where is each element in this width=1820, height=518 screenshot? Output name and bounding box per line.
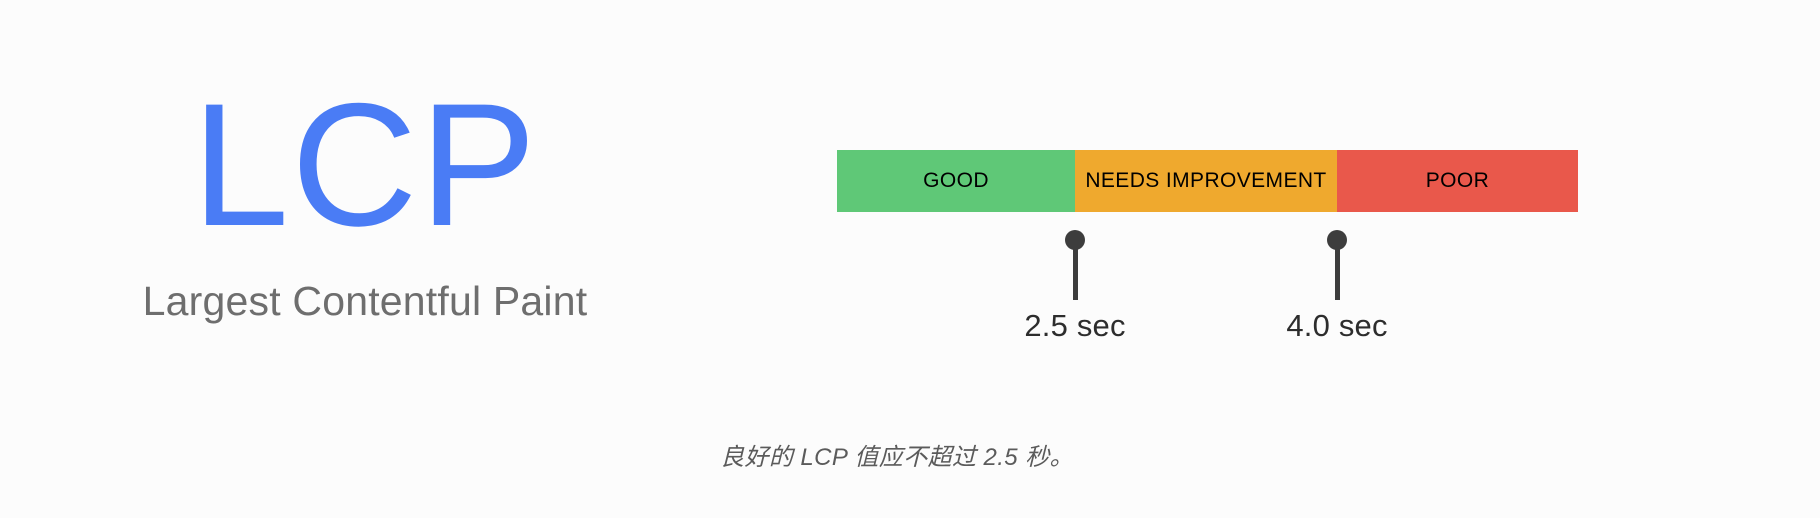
- bar-segment-good-label: GOOD: [923, 169, 989, 193]
- bar-segment-needs-improvement-label: NEEDS IMPROVEMENT: [1085, 169, 1327, 193]
- metric-abbreviation: LCP: [191, 68, 539, 263]
- threshold-label-4-0: 4.0 sec: [1286, 308, 1388, 343]
- bar-segment-good: GOOD: [837, 150, 1075, 212]
- caption-text: 良好的 LCP 值应不超过 2.5 秒。: [720, 444, 1074, 471]
- threshold-label-2-5: 2.5 sec: [1024, 308, 1126, 343]
- threshold-bar: GOOD NEEDS IMPROVEMENT POOR: [837, 150, 1578, 212]
- marker-stem-icon: [1334, 238, 1340, 300]
- threshold-scale: GOOD NEEDS IMPROVEMENT POOR: [837, 150, 1578, 212]
- caption: 良好的 LCP 值应不超过 2.5 秒。: [0, 437, 1820, 472]
- bar-segment-needs-improvement: NEEDS IMPROVEMENT: [1075, 150, 1337, 212]
- marker-stem-icon: [1072, 238, 1078, 300]
- metric-identity-block: LCP Largest Contentful Paint: [0, 78, 730, 324]
- metric-full-name: Largest Contentful Paint: [142, 278, 588, 324]
- bar-segment-poor-label: POOR: [1425, 169, 1490, 193]
- bar-segment-poor: POOR: [1337, 150, 1578, 212]
